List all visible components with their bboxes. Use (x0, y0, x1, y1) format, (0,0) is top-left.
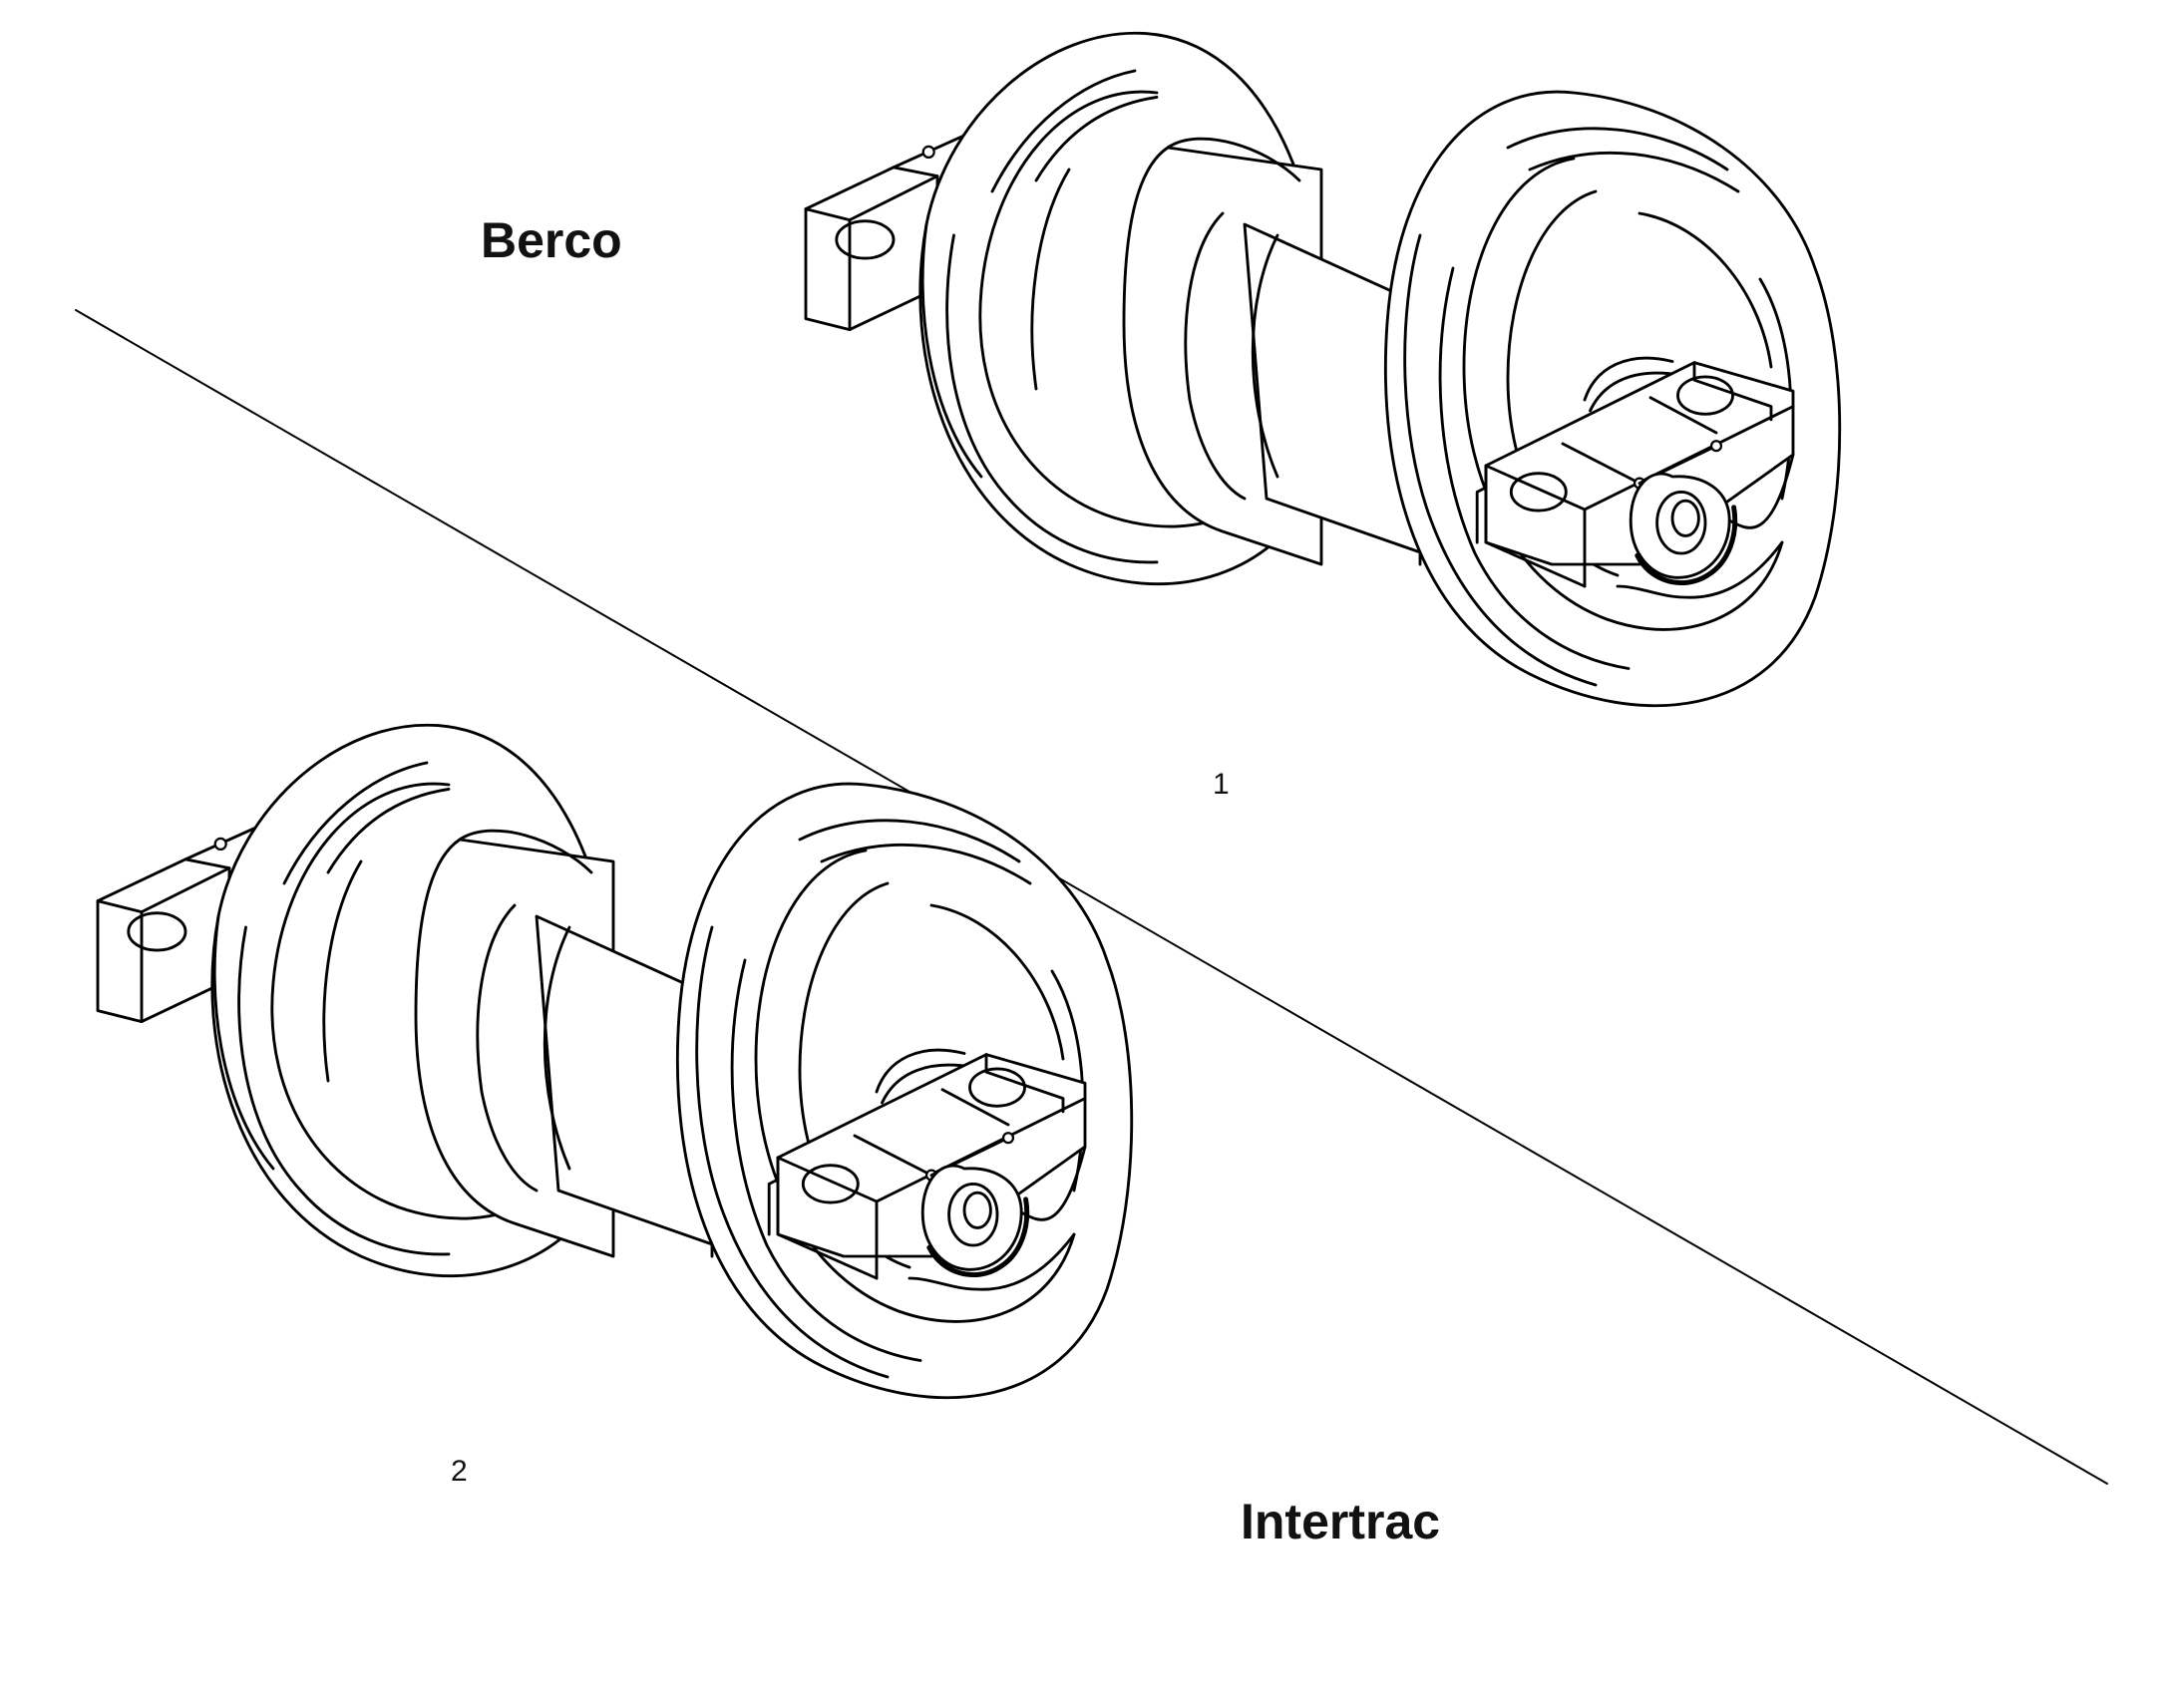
roller-berco (806, 33, 1840, 705)
brand-label-berco: Berco (481, 212, 622, 268)
divider-line (75, 309, 2108, 1485)
callout-1: 1 (1213, 768, 1230, 801)
roller-intertrac (98, 725, 1132, 1397)
callout-2: 2 (451, 1455, 468, 1488)
brand-label-intertrac: Intertrac (1241, 1494, 1440, 1549)
